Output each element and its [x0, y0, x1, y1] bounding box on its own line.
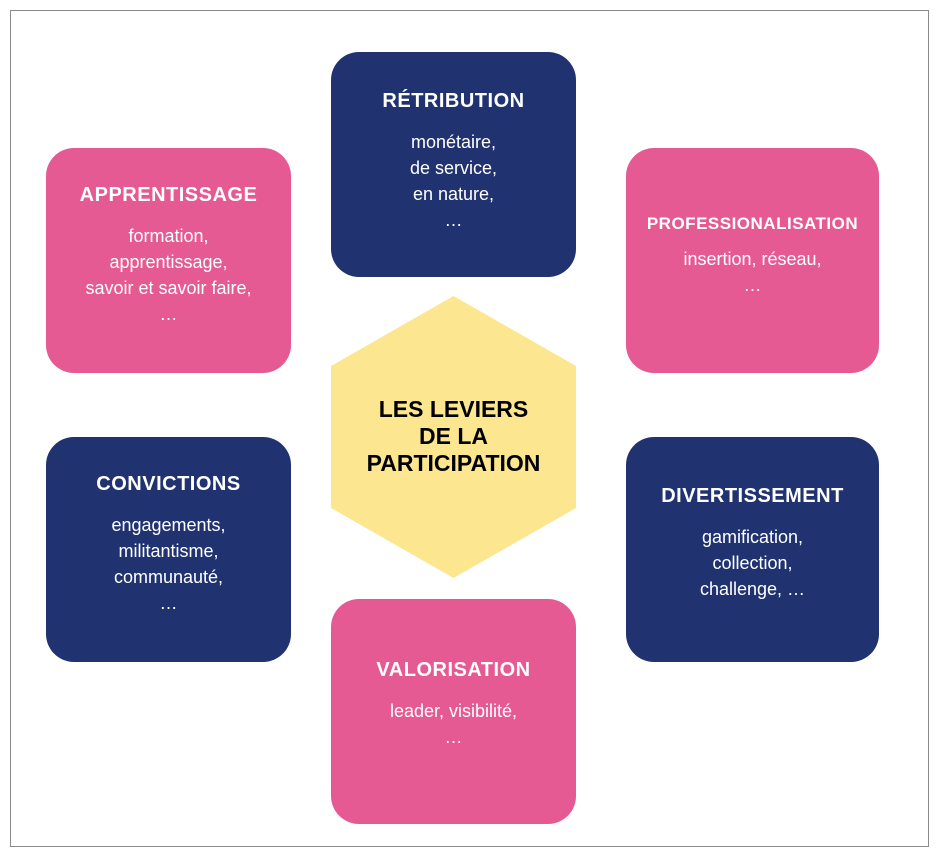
box-line: militantisme,	[118, 541, 219, 561]
box-line: engagements,	[111, 515, 226, 535]
center-title: LES LEVIERS DE LA PARTICIPATION	[331, 396, 576, 477]
center-title-line: LES LEVIERS	[378, 396, 529, 422]
box-convictions: CONVICTIONS engagements, militantisme, c…	[46, 437, 291, 662]
box-title: APPRENTISSAGE	[79, 184, 258, 206]
box-line: apprentissage,	[109, 252, 228, 272]
box-line: gamification,	[701, 527, 804, 547]
box-divertissement: DIVERTISSEMENT gamification, collection,…	[626, 437, 879, 662]
box-valorisation: VALORISATION leader, visibilité, …	[331, 599, 576, 824]
box-line: en nature,	[412, 184, 495, 204]
box-line: formation,	[128, 226, 209, 246]
diagram-frame	[10, 10, 929, 847]
box-line: monétaire,	[410, 132, 497, 152]
box-title: DIVERTISSEMENT	[661, 485, 844, 507]
box-line: communauté,	[113, 567, 224, 587]
box-title: RÉTRIBUTION	[382, 90, 525, 112]
box-line: …	[159, 304, 178, 324]
center-title-line: PARTICIPATION	[366, 450, 541, 476]
box-apprentissage: APPRENTISSAGE formation, apprentissage, …	[46, 148, 291, 373]
box-retribution: RÉTRIBUTION monétaire, de service, en na…	[331, 52, 576, 277]
box-line: …	[444, 727, 463, 747]
box-title: VALORISATION	[376, 659, 531, 681]
box-line: savoir et savoir faire,	[85, 278, 252, 298]
box-line: insertion, réseau,	[683, 249, 822, 269]
box-line: …	[159, 593, 178, 613]
box-line: …	[444, 210, 463, 230]
center-hexagon	[331, 296, 576, 578]
box-line: leader, visibilité,	[389, 701, 518, 721]
box-line: collection,	[712, 553, 793, 573]
box-line: challenge, …	[699, 579, 806, 599]
box-line: de service,	[409, 158, 498, 178]
center-title-line: DE LA	[419, 423, 488, 449]
box-title: PROFESSIONALISATION	[646, 214, 859, 233]
box-professionalisation: PROFESSIONALISATION insertion, réseau, …	[626, 148, 879, 373]
box-line: …	[743, 275, 762, 295]
box-title: CONVICTIONS	[96, 473, 241, 495]
